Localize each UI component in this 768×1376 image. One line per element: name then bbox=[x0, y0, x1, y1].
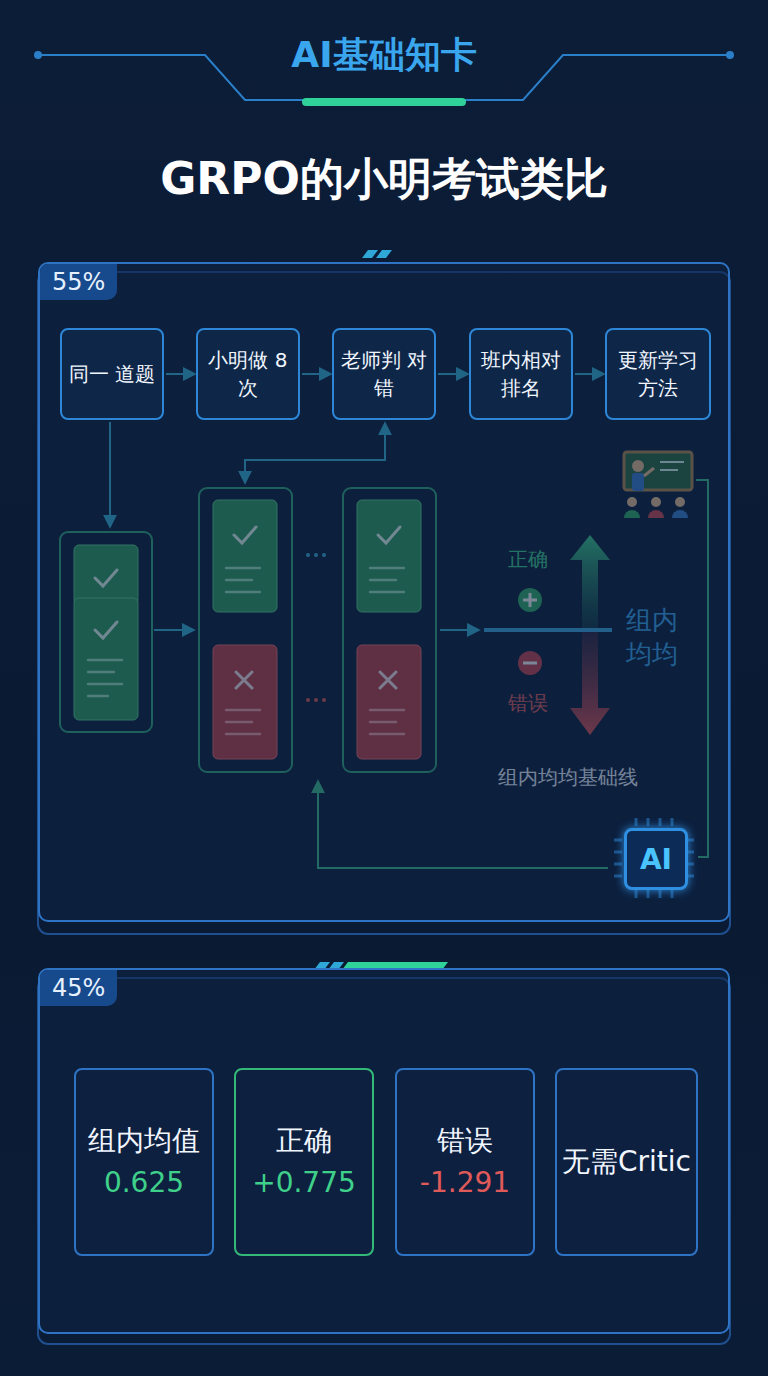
box-label: 同一 道题 bbox=[68, 360, 156, 388]
header-label: AI基础知卡 bbox=[0, 32, 768, 79]
panel-tab: 55% bbox=[40, 264, 117, 300]
stat-label: 错误 bbox=[437, 1123, 493, 1159]
process-box: 小明做 8次 bbox=[196, 328, 300, 420]
stat-value: 0.625 bbox=[104, 1165, 184, 1201]
title: GRPO的小明考试类比 bbox=[0, 150, 768, 209]
stat-box: 错误 -1.291 bbox=[395, 1068, 535, 1256]
box-label: 老师判 对错 bbox=[340, 346, 428, 402]
stat-label: 组内均值 bbox=[88, 1123, 200, 1159]
chip-pins bbox=[614, 818, 694, 898]
panel-tab: 45% bbox=[40, 970, 117, 1006]
process-box: 更新学习 方法 bbox=[605, 328, 711, 420]
stat-box: 正确 +0.775 bbox=[234, 1068, 374, 1256]
box-label: AI bbox=[640, 843, 672, 876]
panel: 55% 同一 道题 小明做 8次老师判 对错班内相对 排名更新学习 方法 AI bbox=[38, 262, 730, 922]
stat-box: 无需Critic bbox=[555, 1068, 698, 1256]
process-box: 老师判 对错 bbox=[332, 328, 436, 420]
box-label: 更新学习 方法 bbox=[614, 346, 702, 402]
box-label: 班内相对 排名 bbox=[477, 346, 565, 402]
stat-box: 组内均值 0.625 bbox=[74, 1068, 214, 1256]
process-box: 班内相对 排名 bbox=[469, 328, 573, 420]
box-label: 小明做 8次 bbox=[204, 346, 292, 402]
stat-value: +0.775 bbox=[252, 1165, 356, 1201]
panel: 45% 组内均值 0.625 正确 +0.775 错误 -1.291 无需Critic bbox=[38, 968, 730, 1334]
stat-value: -1.291 bbox=[420, 1165, 510, 1201]
stat-label: 无需Critic bbox=[562, 1144, 691, 1180]
process-box: 同一 道题 bbox=[60, 328, 164, 420]
ai-chip: AI bbox=[624, 828, 688, 890]
header-bar bbox=[302, 98, 466, 106]
stat-label: 正确 bbox=[276, 1123, 332, 1159]
